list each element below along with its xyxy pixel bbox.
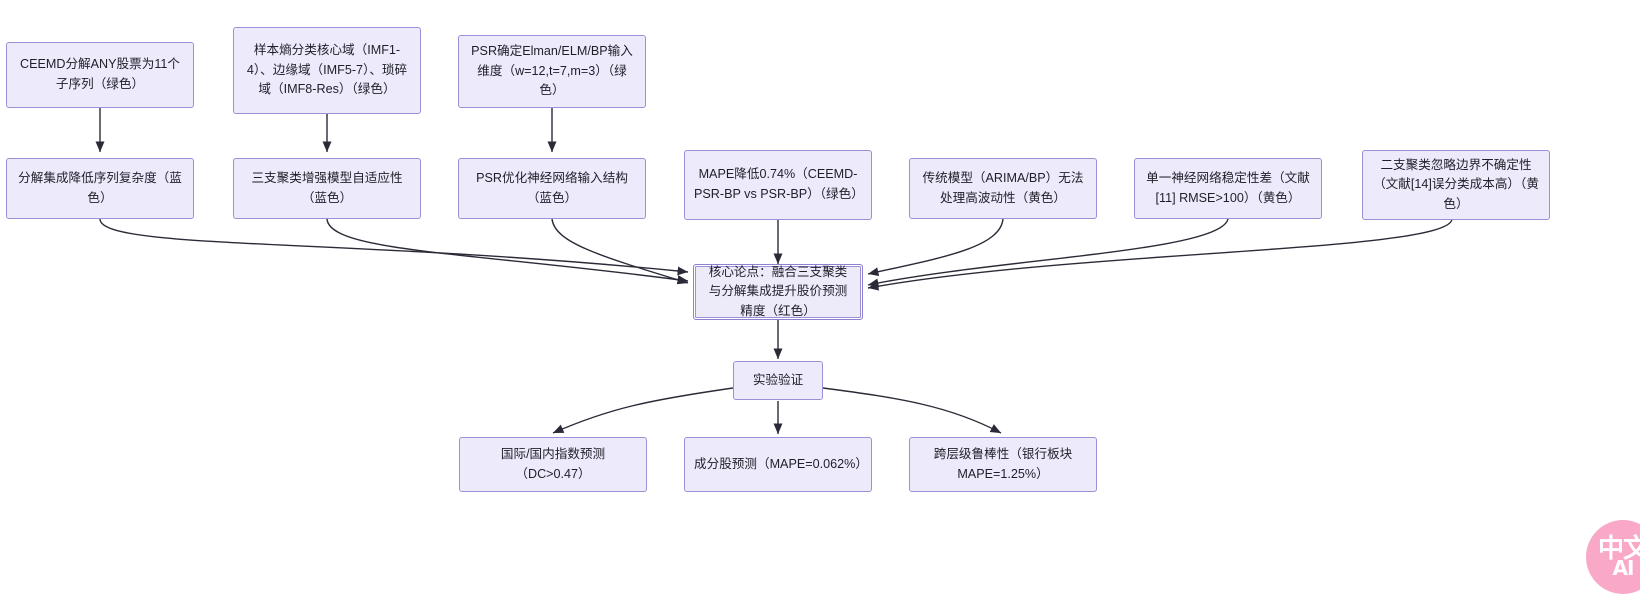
node-psr-optimize[interactable]: PSR优化神经网络输入结构（蓝色） [458,158,646,219]
edge-psrstruct-to-core [551,218,689,285]
node-sample-entropy[interactable]: 样本熵分类核心域（IMF1-4）、边缘域（IMF5-7）、琐碎域（IMF8-Re… [233,27,421,114]
node-cross-level-robust[interactable]: 跨层级鲁棒性（银行板块MAPE=1.25%） [909,437,1097,492]
node-ceemd-decompose[interactable]: CEEMD分解ANY股票为11个子序列（绿色） [6,42,194,108]
node-constituent-forecast-label: 成分股预测（MAPE=0.062%） [694,456,868,471]
node-psr-input-dim-label: PSR确定Elman/ELM/BP输入维度（w=12,t=7,m=3）（绿色） [471,44,633,98]
node-sample-entropy-label: 样本熵分类核心域（IMF1-4）、边缘域（IMF5-7）、琐碎域（IMF8-Re… [246,43,408,97]
node-mape-drop-label: MAPE降低0.74%（CEEMD-PSR-BP vs PSR-BP）（绿色） [694,167,864,201]
node-index-forecast-label: 国际/国内指数预测（DC>0.47） [500,446,606,481]
edge-singlenn-to-core [867,218,1229,288]
node-psr-optimize-label: PSR优化神经网络输入结构（蓝色） [476,170,628,205]
node-single-nn[interactable]: 单一神经网络稳定性差（文献[11] RMSE>100）（黄色） [1134,158,1322,219]
node-single-nn-label: 单一神经网络稳定性差（文献[11] RMSE>100）（黄色） [1146,170,1310,205]
node-experiment-label: 实验验证 [752,372,804,387]
node-ceemd-decompose-label: CEEMD分解ANY股票为11个子序列（绿色） [19,57,180,91]
watermark-line1: 中文 [1597,534,1640,564]
node-reduce-complexity-label: 分解集成降低序列复杂度（蓝色） [18,170,182,205]
edge-experiment-to-index [552,387,734,434]
node-three-way-adaptive-label: 三支聚类增强模型自适应性（蓝色） [251,170,403,205]
node-experiment[interactable]: 实验验证 [733,361,823,400]
node-reduce-complexity[interactable]: 分解集成降低序列复杂度（蓝色） [6,158,194,219]
node-constituent-forecast[interactable]: 成分股预测（MAPE=0.062%） [684,437,872,492]
edge-experiment-to-robust [822,387,1002,434]
node-three-way-adaptive[interactable]: 三支聚类增强模型自适应性（蓝色） [233,158,421,219]
flowchart-canvas: CEEMD分解ANY股票为11个子序列（绿色） 样本熵分类核心域（IMF1-4）… [6,27,1640,594]
node-traditional-model[interactable]: 传统模型（ARIMA/BP）无法处理高波动性（黄色） [909,158,1097,219]
node-index-forecast[interactable]: 国际/国内指数预测（DC>0.47） [459,437,647,492]
edge-twoway-to-core [867,218,1453,291]
node-mape-drop[interactable]: MAPE降低0.74%（CEEMD-PSR-BP vs PSR-BP）（绿色） [684,150,872,220]
node-core-claim[interactable]: 核心论点：融合三支聚类与分解集成提升股价预测精度（红色） [693,264,863,320]
edge-threeway-to-core [326,218,689,285]
watermark-badge: 中文 AI [1586,520,1640,594]
node-psr-input-dim[interactable]: PSR确定Elman/ELM/BP输入维度（w=12,t=7,m=3）（绿色） [458,35,646,108]
edge-traditional-to-core [867,218,1004,277]
node-two-way-cluster-label: 二支聚类忽略边界不确定性（文献[14]误分类成本高）（黄色） [1373,157,1539,211]
node-core-claim-label: 核心论点：融合三支聚类与分解集成提升股价预测精度（红色） [708,264,848,318]
node-two-way-cluster[interactable]: 二支聚类忽略边界不确定性（文献[14]误分类成本高）（黄色） [1362,150,1550,220]
node-traditional-model-label: 传统模型（ARIMA/BP）无法处理高波动性（黄色） [922,170,1084,205]
node-cross-level-robust-label: 跨层级鲁棒性（银行板块MAPE=1.25%） [933,446,1073,481]
watermark-line2: AI [1612,556,1635,580]
edge-complexity-to-core [99,218,689,276]
